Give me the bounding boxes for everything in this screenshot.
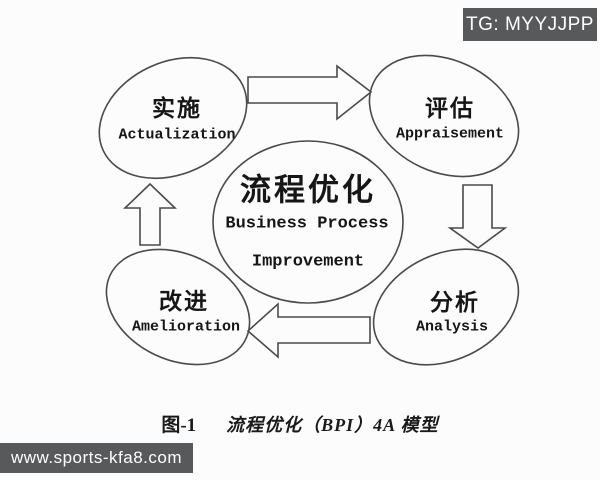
tg-badge: TG: MYYJJPP xyxy=(463,8,597,41)
appraisement-ellipse xyxy=(368,54,520,178)
figure-caption: 图-1 流程优化（BPI）4A 模型 xyxy=(0,410,600,437)
amelioration-label-zh: 改进 xyxy=(159,289,209,315)
appraisement-label-zh: 评估 xyxy=(425,96,475,122)
center-circle xyxy=(212,140,404,304)
figure-title: 流程优化（BPI）4A 模型 xyxy=(226,415,439,435)
amelioration-label-en: Amelioration xyxy=(131,318,241,336)
center-title-zh: 流程优化 xyxy=(240,172,376,209)
actualization-ellipse xyxy=(98,56,248,180)
amelioration-ellipse xyxy=(105,248,251,366)
analysis-label-zh: 分析 xyxy=(430,290,480,316)
actualization-label-en: Actualization xyxy=(118,126,236,144)
arrow-up-icon xyxy=(123,182,177,246)
center-subtitle-line1: Business Process xyxy=(225,214,389,234)
arrow-right-icon xyxy=(247,64,373,121)
watermark-url: www.sports-kfa8.com xyxy=(0,443,193,473)
arrow-left-icon xyxy=(246,302,371,359)
arrow-down-icon xyxy=(447,184,508,249)
appraisement-label-en: Appraisement xyxy=(395,125,505,143)
analysis-label-en: Analysis xyxy=(415,318,489,336)
figure-number: 图-1 xyxy=(161,415,197,436)
actualization-label-zh: 实施 xyxy=(152,96,202,122)
center-subtitle-line2: Improvement xyxy=(251,252,365,272)
analysis-ellipse xyxy=(372,248,520,366)
